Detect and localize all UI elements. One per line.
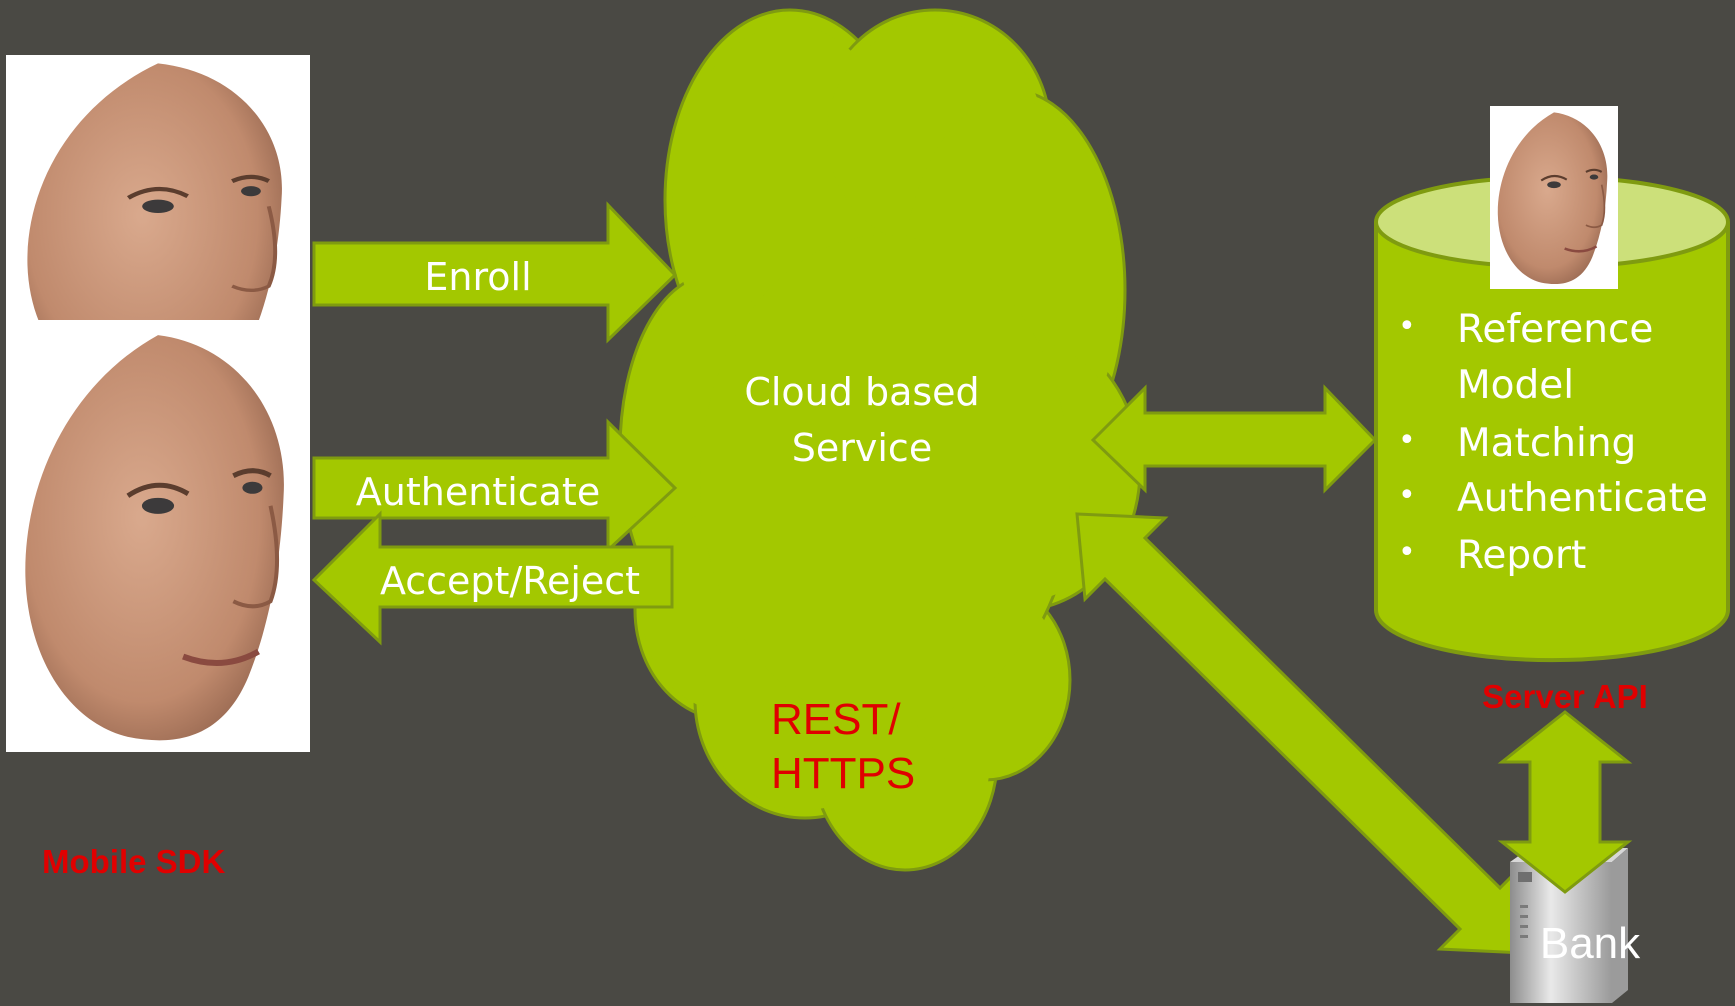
cloud-fill: [627, 23, 1130, 862]
mobile-face-photos: [6, 55, 310, 752]
bullet-dot: •: [1398, 535, 1416, 570]
protocol-line1: REST/: [771, 695, 901, 744]
server-api-caption: Server API: [1482, 678, 1648, 715]
bullet-dot: •: [1398, 309, 1416, 344]
accept-reject-label: Accept/Reject: [380, 559, 640, 603]
cloud-database-arrow: [1090, 384, 1378, 494]
authenticate-arrow: Authenticate: [312, 418, 678, 554]
bullet-dot: •: [1398, 423, 1416, 458]
bullet-model: Model: [1457, 363, 1574, 408]
bullet-matching: Matching: [1457, 421, 1636, 466]
server-api-bank-arrow: [1497, 710, 1633, 894]
enroll-arrow: Enroll: [312, 201, 678, 344]
bank-label: Bank: [1540, 919, 1641, 968]
bullet-report: Report: [1457, 533, 1586, 578]
authenticate-label: Authenticate: [356, 470, 600, 514]
cloud-title-line2: Service: [792, 426, 932, 470]
database-bullet-list: • Reference Model • Matching • Authentic…: [1398, 307, 1708, 578]
server-tower-icon: [1520, 905, 1528, 938]
mobile-sdk-caption: Mobile SDK: [42, 843, 226, 880]
bullet-dot: •: [1398, 478, 1416, 513]
bullet-reference: Reference: [1457, 307, 1653, 352]
protocol-line2: HTTPS: [771, 749, 915, 798]
cloud-title-line1: Cloud based: [744, 370, 979, 414]
accept-reject-arrow: Accept/Reject: [311, 510, 674, 646]
database-face-photo: [1490, 106, 1618, 289]
enroll-label: Enroll: [424, 255, 531, 299]
bullet-authenticate: Authenticate: [1457, 476, 1708, 521]
